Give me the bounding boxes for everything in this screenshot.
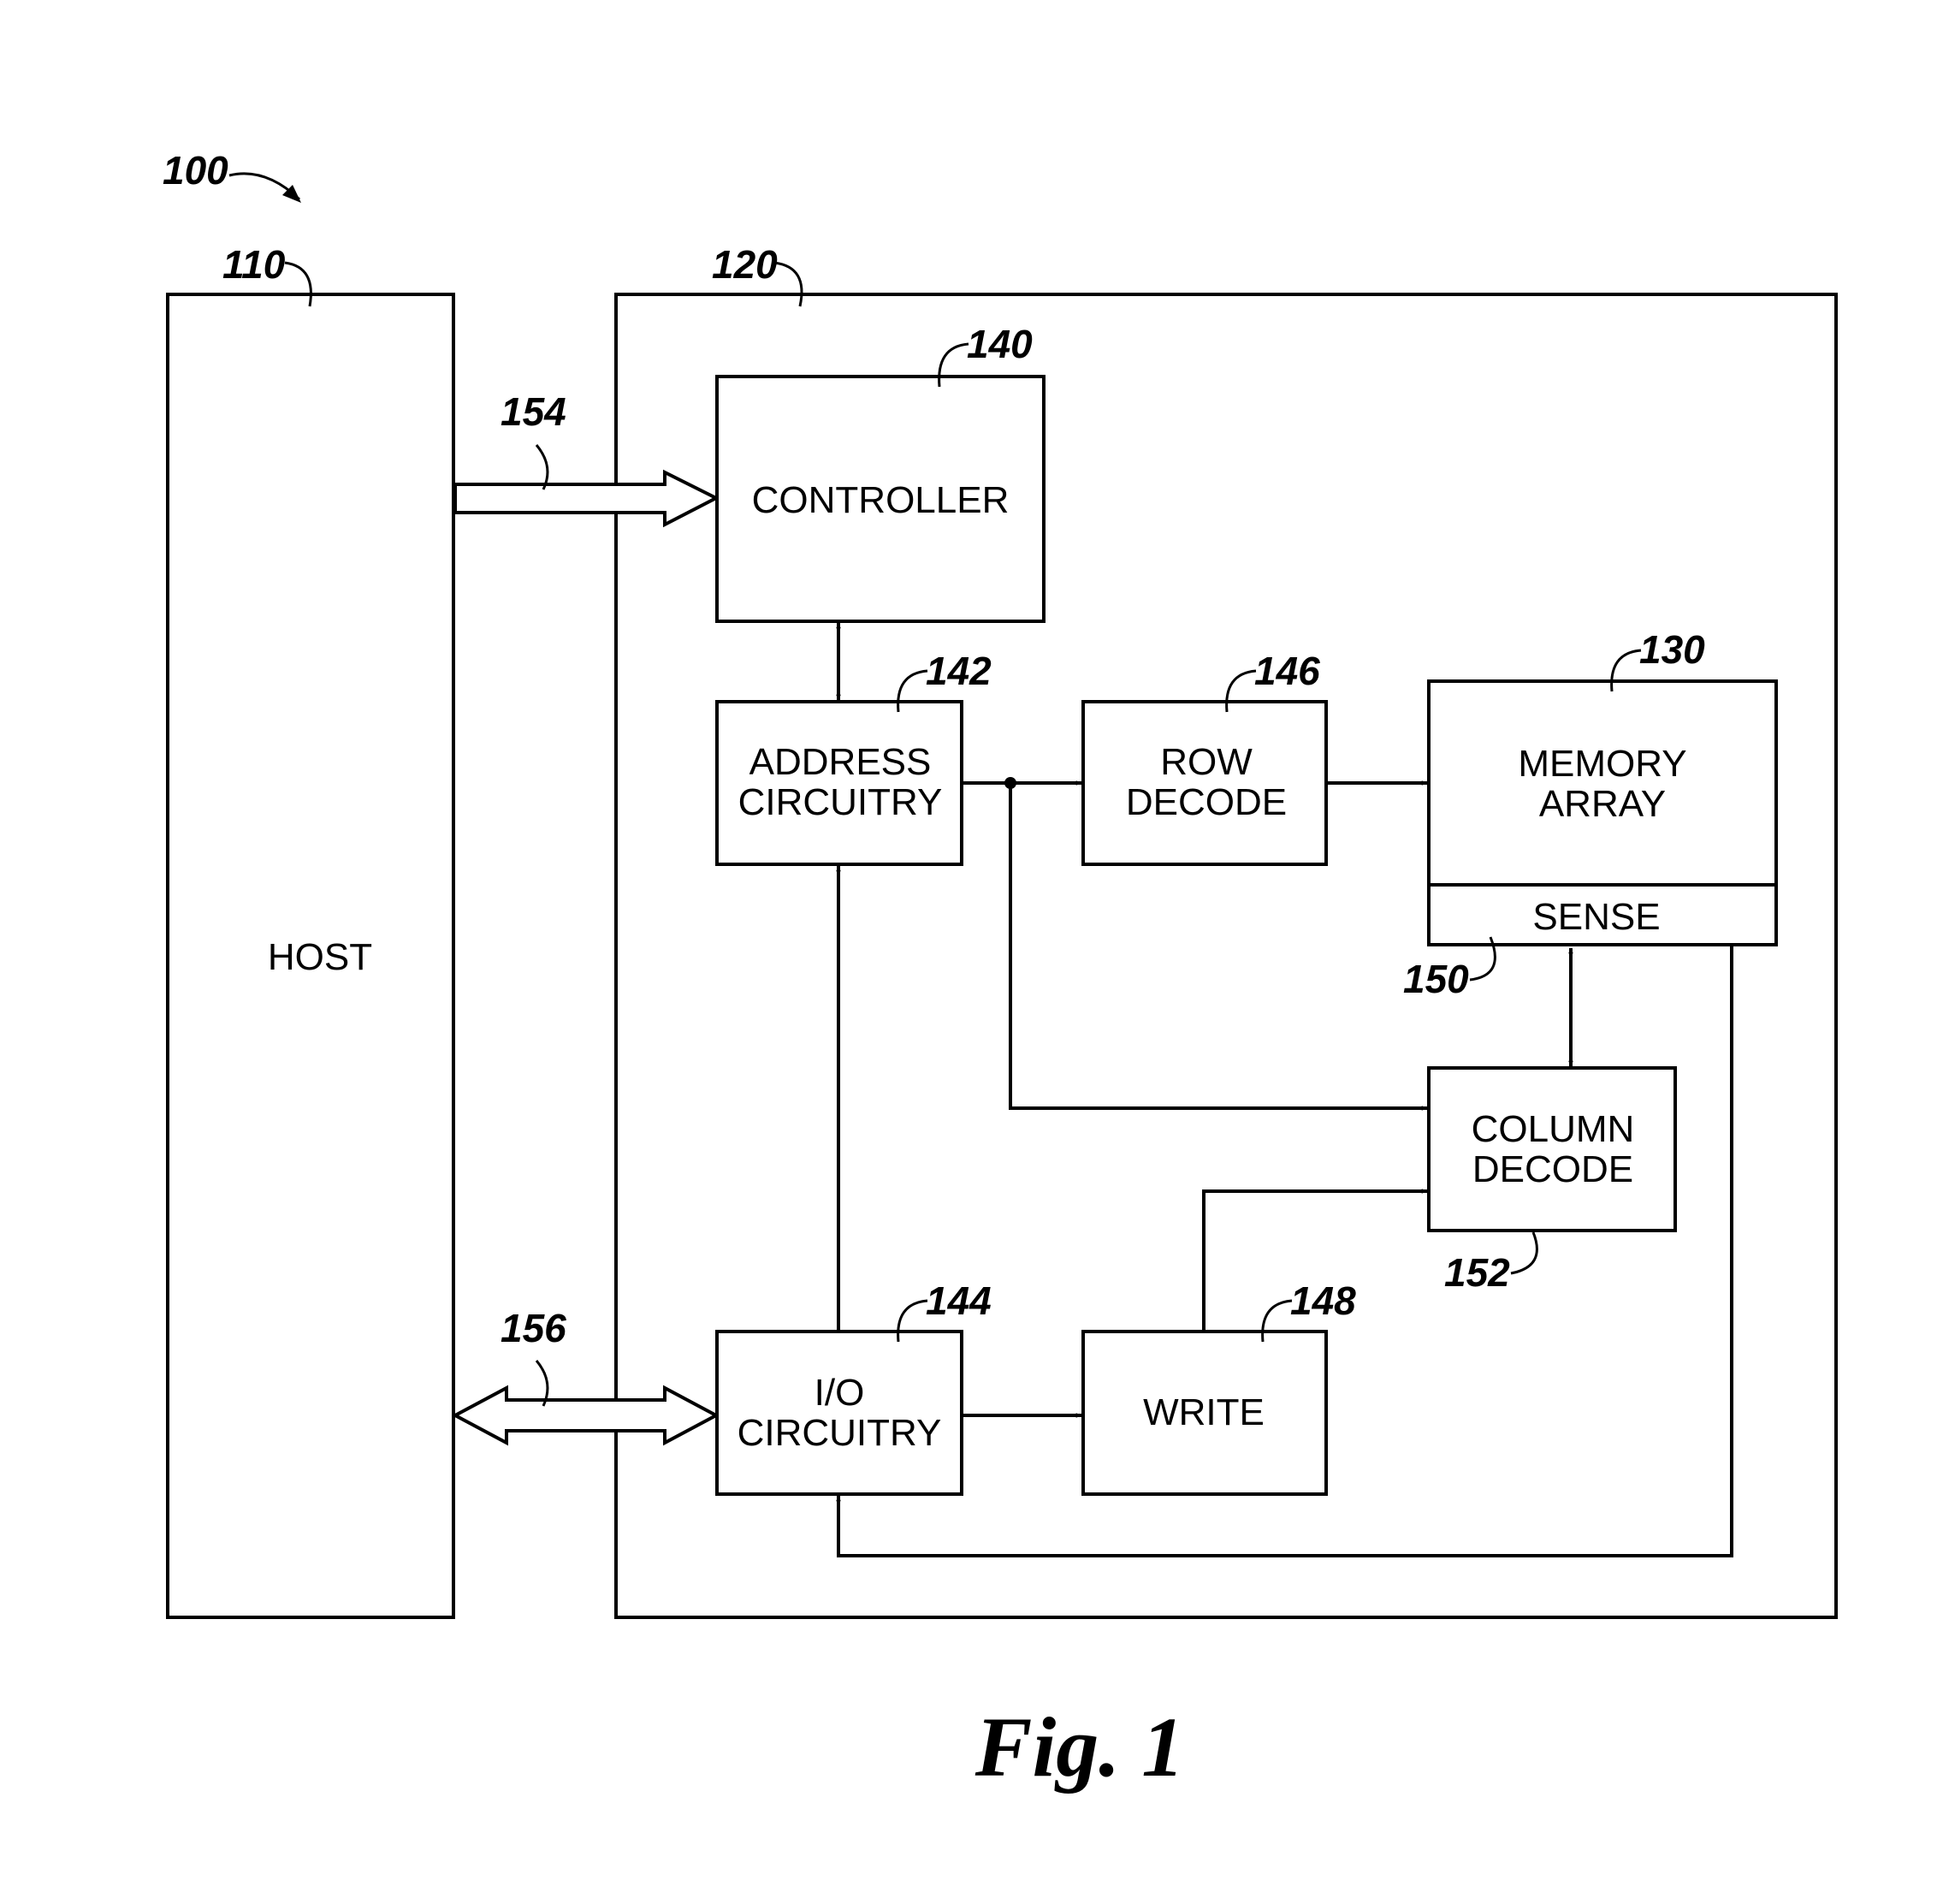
ref-140: 140: [967, 322, 1033, 366]
row-decode-label-2: DECODE: [1126, 781, 1287, 823]
memory-array-label-1: MEMORY: [1518, 743, 1686, 785]
figure-caption: Fig. 1: [974, 1699, 1184, 1794]
control-bus-arrow: [455, 472, 716, 525]
ref-120: 120: [712, 242, 778, 287]
io-bus-arrow: [455, 1388, 716, 1443]
ref-146: 146: [1254, 649, 1320, 693]
address-circuitry-label-1: ADDRESS: [749, 741, 932, 783]
column-decode-label-1: COLUMN: [1472, 1108, 1635, 1150]
ref-152: 152: [1444, 1250, 1510, 1295]
ref-156: 156: [501, 1306, 566, 1350]
host-label: HOST: [268, 936, 372, 978]
memory-array-label-2: ARRAY: [1539, 783, 1666, 825]
row-decode-label-1: ROW: [1160, 741, 1253, 783]
io-circuitry-label-1: I/O: [815, 1372, 865, 1414]
address-circuitry-label-2: CIRCUITRY: [738, 781, 943, 823]
write-label: WRITE: [1143, 1391, 1265, 1433]
ref-130: 130: [1639, 627, 1705, 672]
controller-label: CONTROLLER: [752, 479, 1010, 521]
ref-150: 150: [1403, 957, 1469, 1001]
column-decode-label-2: DECODE: [1472, 1148, 1633, 1190]
io-circuitry-label-2: CIRCUITRY: [738, 1412, 942, 1454]
ref-110: 110: [222, 242, 286, 287]
ref-148: 148: [1290, 1278, 1356, 1323]
sense-label: SENSE: [1532, 896, 1660, 938]
ref-144: 144: [926, 1278, 992, 1323]
ref-142: 142: [926, 649, 992, 693]
ref-154: 154: [501, 389, 566, 434]
ref-100: 100: [163, 148, 228, 193]
